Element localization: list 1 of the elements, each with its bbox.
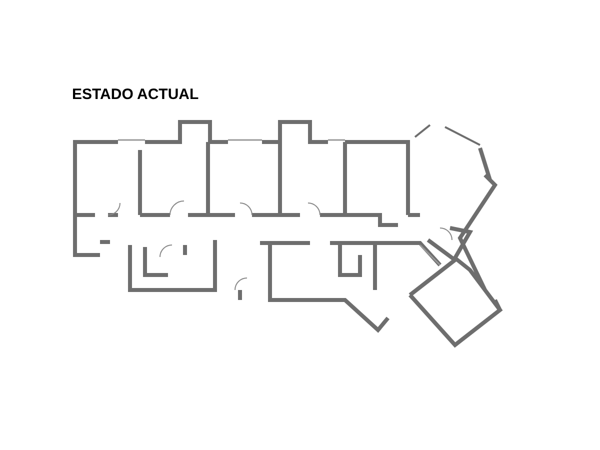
plan-title: ESTADO ACTUAL bbox=[72, 86, 199, 103]
